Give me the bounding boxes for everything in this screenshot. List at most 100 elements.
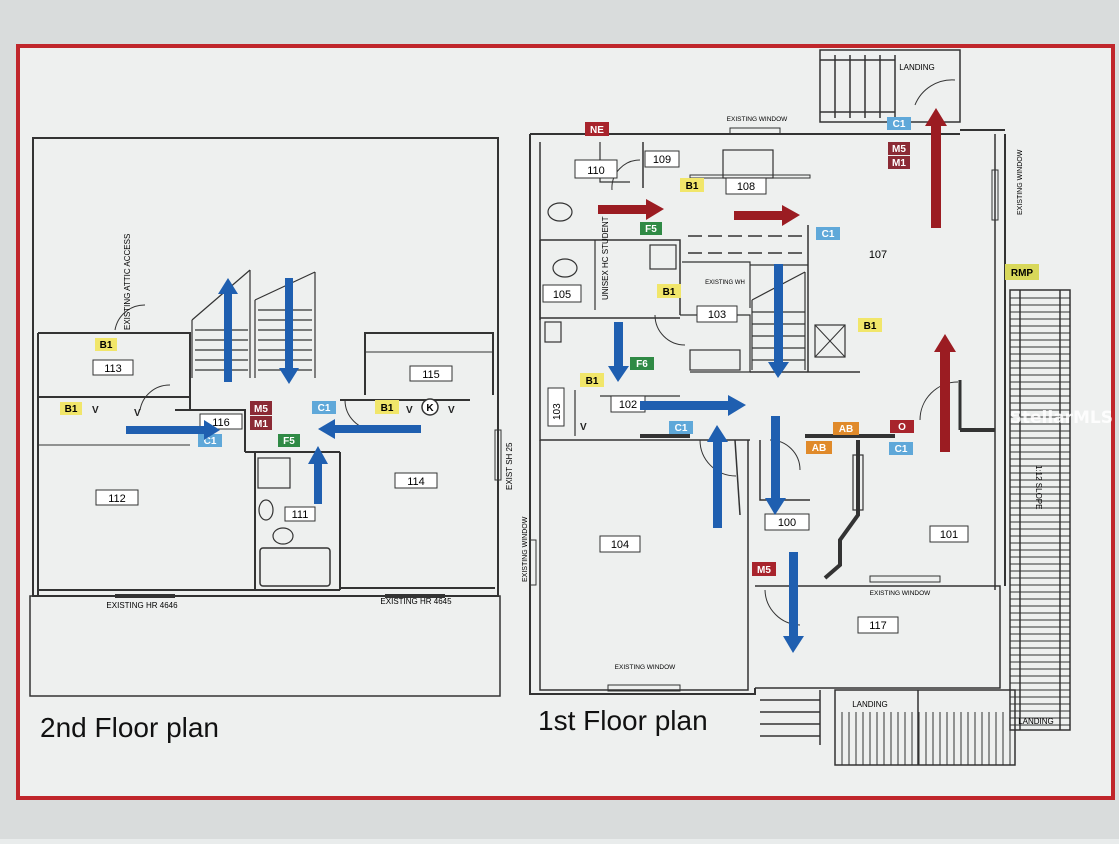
- window: [869, 575, 941, 583]
- tag-m1: [888, 156, 910, 169]
- tag-b1: [680, 178, 704, 192]
- exist-sh25-note: EXIST SH 25: [505, 442, 514, 490]
- room-label-box: [284, 506, 316, 522]
- tag-c1-text: C1: [893, 119, 906, 130]
- first-floor-egress-arrows: [598, 108, 956, 653]
- wall-room-116: [175, 409, 246, 452]
- tag-c1: [669, 421, 693, 434]
- bottom-treads: [841, 712, 1011, 765]
- room-label-box: [574, 159, 618, 179]
- tag-b1-text: B1: [381, 403, 394, 414]
- tag-b1: [375, 400, 399, 414]
- room-number-103-side: 103: [552, 403, 563, 420]
- arrow-right-red: [734, 205, 800, 226]
- tag-f5-text: F5: [283, 436, 295, 447]
- arrow-up-red: [925, 108, 947, 228]
- wall-room-115: [364, 332, 494, 395]
- tag-b1: [657, 284, 681, 298]
- v-marker: V: [448, 405, 455, 416]
- tag-b1: [580, 373, 604, 387]
- arrow-right-blue: [126, 420, 220, 440]
- existing-window-note: EXISTING WINDOW: [1017, 149, 1024, 215]
- tag-f6: [630, 357, 654, 370]
- window: [494, 429, 502, 481]
- room-label-box: [92, 359, 134, 376]
- tag-m5: [752, 562, 776, 576]
- arrow-down-blue: [765, 416, 786, 515]
- tag-m1-text: M1: [254, 419, 268, 430]
- room-number-114: 114: [407, 476, 425, 488]
- tag-f6-text: F6: [636, 359, 648, 370]
- room-label-box: [95, 489, 139, 506]
- second-floor-lower-outline: [29, 595, 501, 697]
- wall-thick: [823, 440, 860, 580]
- room-label-box: [547, 387, 565, 427]
- door-swing: [914, 79, 956, 106]
- watermark: StellarMLS: [1009, 408, 1113, 428]
- room-label-box: [857, 616, 899, 634]
- door-swing: [611, 159, 641, 191]
- wall: [599, 142, 630, 183]
- room-label-box: [725, 177, 767, 195]
- tag-ab: [833, 422, 859, 435]
- existing-hr-4645-note: EXISTING HR 4645: [380, 597, 452, 606]
- room-label-box: [599, 535, 641, 553]
- attic-access-note: EXISTING ATTIC ACCESS: [123, 234, 132, 330]
- room-label-box: [542, 284, 582, 303]
- arrow-up-blue: [218, 278, 238, 382]
- landing-stairs-bottom: [760, 689, 1016, 766]
- room-number-100: 100: [778, 517, 796, 529]
- ramp-treads: [1010, 297, 1070, 726]
- tag-ab-text: AB: [839, 424, 853, 435]
- tag-c1: [312, 401, 336, 414]
- room-number-111: 111: [292, 509, 309, 521]
- wall: [682, 261, 751, 308]
- arrow-right-blue: [640, 395, 746, 416]
- toilet: [547, 202, 573, 222]
- tag-c1: [816, 227, 840, 240]
- appliance: [689, 349, 741, 371]
- tag-b1-text: B1: [586, 376, 599, 387]
- room-number-105: 105: [553, 289, 571, 301]
- tag-c1-text: C1: [895, 444, 908, 455]
- window: [991, 169, 999, 221]
- toilet: [552, 258, 578, 278]
- window: [607, 684, 681, 692]
- first-floor-outline: [529, 134, 756, 695]
- tag-f5: [640, 222, 662, 235]
- tag-b1: [858, 318, 882, 332]
- arrow-up-red: [934, 334, 956, 452]
- tag-m1-text: M1: [892, 158, 906, 169]
- room-number-117: 117: [869, 620, 887, 632]
- closet: [257, 457, 291, 489]
- tag-c1-text: C1: [822, 229, 835, 240]
- room-number-107: 107: [869, 249, 887, 261]
- room-label-box: [394, 472, 438, 489]
- door-swing: [139, 384, 171, 411]
- tag-f5-text: F5: [645, 224, 657, 235]
- tag-c1: [887, 117, 911, 130]
- wall-room-117: [755, 585, 1001, 689]
- room-number-116: 116: [212, 417, 230, 429]
- room-label-box: [409, 365, 453, 382]
- arrow-down-blue: [783, 552, 804, 653]
- k-symbol: [421, 398, 439, 416]
- first-floor-room-labels: 110 109 108 107 105 103 102 103 104 100 …: [542, 150, 969, 634]
- fixture: [649, 244, 677, 270]
- tag-b1-text: B1: [663, 287, 676, 298]
- door-swing: [654, 314, 686, 346]
- tag-m5-text: M5: [254, 404, 268, 415]
- toilet: [258, 499, 274, 521]
- tag-b1: [95, 338, 117, 351]
- v-marker: V: [406, 405, 413, 416]
- room-label-box: [696, 305, 738, 323]
- tag-o: [890, 420, 914, 433]
- arrow-up-blue: [308, 446, 328, 504]
- k-symbol-text: K: [426, 403, 434, 414]
- tag-b1: [60, 402, 82, 415]
- landing-note: LANDING: [899, 63, 935, 72]
- second-floor-title: 2nd Floor plan: [40, 712, 220, 743]
- door-swing: [919, 381, 959, 421]
- room-label-box: [644, 150, 680, 168]
- tag-b1-text: B1: [100, 340, 113, 351]
